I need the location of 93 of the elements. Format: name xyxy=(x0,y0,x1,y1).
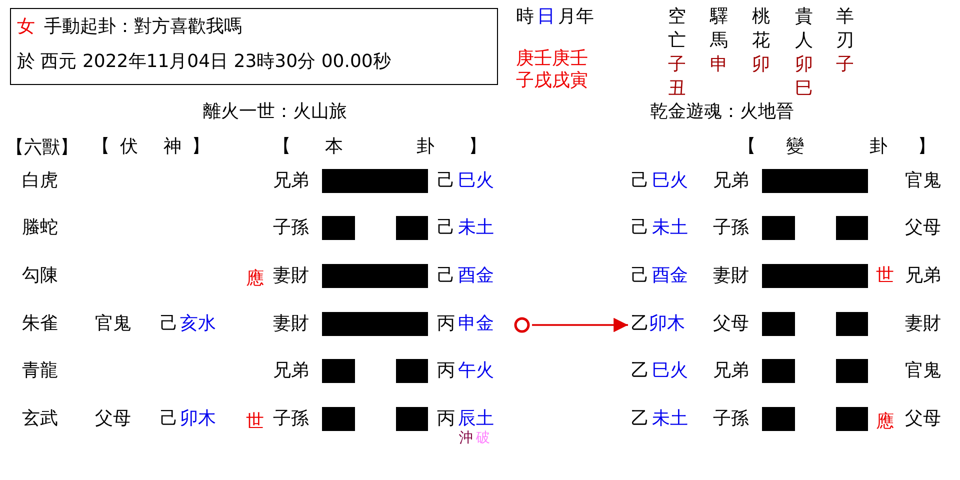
cell-text: 酉金 xyxy=(458,265,494,287)
cell-text: 己 xyxy=(631,265,649,287)
cell-text: 子孫 xyxy=(273,408,309,430)
column-heading: 【六獸】 xyxy=(6,137,78,159)
info-text: 人 xyxy=(795,30,813,52)
cell-text: 巳火 xyxy=(458,170,494,192)
cell-text: 子孫 xyxy=(273,217,309,239)
cell-text: 己 xyxy=(160,408,178,430)
cell-text: 兄弟 xyxy=(905,265,941,287)
info-text: 日 xyxy=(537,6,555,28)
arrow xyxy=(532,318,628,332)
cell-text: 子孫 xyxy=(713,217,749,239)
info-text: 驛 xyxy=(710,6,728,28)
cell-text: 辰土 xyxy=(458,408,494,430)
info-text: 桃 xyxy=(752,6,770,28)
cell-text: 巳火 xyxy=(652,360,688,382)
cell-text: 應 xyxy=(876,411,894,433)
cell-text: 亥水 xyxy=(180,313,216,335)
info-text: 卯 xyxy=(795,54,813,76)
cell-text: 父母 xyxy=(95,408,131,430)
cell-text: 丙 xyxy=(437,313,455,335)
cell-text: 世 xyxy=(876,265,894,287)
cell-text: 沖 xyxy=(459,430,473,446)
cell-text: 己 xyxy=(437,217,455,239)
column-heading: 【本 卦】 xyxy=(273,137,521,157)
cell-text: 父母 xyxy=(905,408,941,430)
info-text: 時 xyxy=(516,6,534,28)
info-text: 丑 xyxy=(668,78,686,100)
cell-text: 午火 xyxy=(458,360,494,382)
cell-text: 丙 xyxy=(437,360,455,382)
cell-text: 玄武 xyxy=(22,408,58,430)
cell-text: 乙 xyxy=(631,313,649,334)
cell-text: 妻財 xyxy=(273,265,309,287)
column-heading: 【伏 神】 xyxy=(92,137,220,157)
cell-text: 勾陳 xyxy=(22,265,58,287)
cell-text: 妻財 xyxy=(905,313,941,335)
cell-text: 乙 xyxy=(631,360,649,382)
info-text: 刃 xyxy=(836,30,854,52)
cell-text: 己 xyxy=(631,217,649,239)
info-text: 子 xyxy=(668,54,686,76)
info-text: 子 xyxy=(836,54,854,76)
cell-text: 申金 xyxy=(458,313,494,335)
cell-text: 妻財 xyxy=(713,265,749,287)
cell-text: 父母 xyxy=(905,217,941,239)
header-text: 女 xyxy=(17,16,35,38)
cell-text: 卯木 xyxy=(649,313,685,334)
cell-text: 丙 xyxy=(437,408,455,430)
cell-text: 妻財 xyxy=(273,313,309,335)
info-text: 申 xyxy=(710,54,728,76)
cell-text: 兄弟 xyxy=(713,360,749,382)
cell-text: 己 xyxy=(160,313,178,335)
cell-text: 官鬼 xyxy=(905,170,941,192)
cell-text: 未土 xyxy=(458,217,494,239)
info-text: 貴 xyxy=(795,6,813,28)
cell-text: 子孫 xyxy=(713,408,749,430)
cell-text: 酉金 xyxy=(652,265,688,287)
cell-text: 世 xyxy=(246,411,264,433)
cell-text: 父母 xyxy=(713,313,749,335)
cell-text: 破 xyxy=(476,430,490,446)
cell-text: 己 xyxy=(437,170,455,192)
cell-text: 乙 xyxy=(631,408,649,430)
cell-text: 青龍 xyxy=(22,360,58,382)
info-text: 巳 xyxy=(795,78,813,100)
cell-text: 己 xyxy=(631,170,649,192)
cell-text: 未土 xyxy=(652,217,688,239)
cell-text: 白虎 xyxy=(22,170,58,192)
info-text: 月年 xyxy=(558,6,594,28)
info-text: 卯 xyxy=(752,54,770,76)
cell-text: 應 xyxy=(246,268,264,290)
header-text: 手動起卦：對方喜歡我嗎 xyxy=(44,16,242,38)
cell-text: 兄弟 xyxy=(273,170,309,192)
cell-text: 巳火 xyxy=(652,170,688,192)
column-heading: 【變 卦】 xyxy=(738,137,960,157)
cell-text: 兄弟 xyxy=(273,360,309,382)
info-text: 庚壬庚壬 xyxy=(516,48,588,70)
cell-text: 兄弟 xyxy=(713,170,749,192)
info-text: 馬 xyxy=(710,30,728,52)
hexagram-title: 離火一世：火山旅 xyxy=(203,101,347,123)
info-text: 子戌戌寅 xyxy=(516,70,588,92)
header-text: 於 西元 2022年11月04日 23時30分 00.00秒 xyxy=(17,51,391,73)
info-text: 亡 xyxy=(668,30,686,52)
info-text: 空 xyxy=(668,6,686,28)
header-box xyxy=(10,8,498,85)
cell-text: 未土 xyxy=(652,408,688,430)
cell-text: 卯木 xyxy=(180,408,216,430)
cell-text: 螣蛇 xyxy=(22,217,58,239)
cell-text: 官鬼 xyxy=(95,313,131,335)
info-text: 羊 xyxy=(836,6,854,28)
hexagram-title: 乾金遊魂：火地晉 xyxy=(650,101,794,123)
cell-text: 己 xyxy=(437,265,455,287)
info-text: 花 xyxy=(752,30,770,52)
cell-text: 朱雀 xyxy=(22,313,58,335)
cell-text: 官鬼 xyxy=(905,360,941,382)
